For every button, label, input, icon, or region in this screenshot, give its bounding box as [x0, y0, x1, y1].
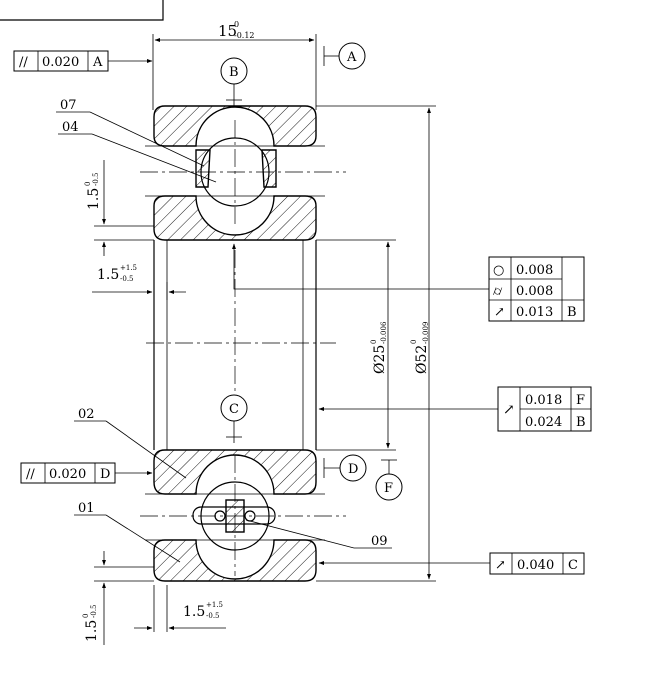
parallel-d-value: 0.020 [49, 467, 86, 482]
od-runout-value-2: 0.024 [525, 415, 562, 430]
label-09: 09 [371, 534, 388, 549]
parallel-d-datum: D [100, 467, 110, 482]
chamfer-bot-v-lower: -0.5 [90, 605, 98, 619]
bore-dim-value: Ø25 [372, 345, 388, 374]
parallel-d-symbol: // [26, 467, 35, 482]
outer-dim-value: Ø52 [414, 345, 430, 374]
chamfer-bot-v-value: 1.5 [84, 620, 100, 642]
runout-c-icon: ↗ [495, 558, 506, 573]
bore-runout-value: 0.013 [516, 305, 553, 320]
chamfer-top-v-upper: 0 [84, 182, 92, 186]
title-block-corner [0, 0, 164, 21]
width-dimension: 15 0 -0.12 [152, 20, 317, 110]
bore-cylindricity-value: 0.008 [516, 284, 553, 299]
chamfer-bot-h-value: 1.5 [183, 604, 205, 620]
chamfer-top-v-lower: -0.5 [92, 173, 100, 187]
frame-runout-od: ↗ 0.018 F 0.024 B [318, 386, 592, 432]
outer-dim-lower: -0.009 [422, 322, 430, 344]
datum-b: B [220, 57, 248, 106]
bearing-upper-section [140, 105, 346, 241]
parallel-a-datum: A [92, 55, 103, 70]
frame-parallel-d: // 0.020 D [20, 462, 153, 484]
cylindricity-icon: ⌭ [493, 284, 503, 299]
circularity-icon: ○ [493, 263, 504, 278]
datum-a-letter: A [346, 50, 357, 65]
frame-bore: ○ 0.008 ⌭ 0.008 ↗ 0.013 B [232, 243, 585, 322]
od-runout-datum-1: F [576, 393, 585, 408]
chamfer-bot-h-upper: +1.5 [206, 601, 223, 609]
bore-circularity-value: 0.008 [516, 263, 553, 278]
width-dim-value: 15 [218, 22, 237, 40]
retainer-top-left [195, 149, 211, 188]
width-dim-upper: 0 [234, 20, 239, 29]
datum-f-letter: F [384, 481, 393, 496]
bore-dim-upper: 0 [370, 340, 378, 344]
datum-d-letter: D [348, 462, 358, 477]
parallel-a-symbol: // [19, 55, 28, 70]
datum-d: D [323, 454, 367, 482]
chamfer-top-h-upper: +1.5 [120, 264, 137, 272]
chamfer-top-v-value: 1.5 [86, 188, 102, 210]
datum-c-letter: C [229, 402, 239, 417]
bore-dim-lower: -0.006 [380, 321, 388, 344]
datum-f: F [375, 459, 403, 501]
chamfer-top-dims: 1.5 0 -0.5 1.5 +1.5 -0.5 [84, 160, 186, 300]
chamfer-bot-v-upper: 0 [82, 614, 90, 618]
bearing-lower-section [140, 449, 346, 582]
label-07: 07 [60, 98, 77, 113]
diameter-dims: Ø25 0 -0.006 Ø52 0 -0.009 [316, 105, 436, 582]
od-runout-datum-2: B [576, 415, 586, 430]
part-leaders: 07 04 02 01 09 [56, 98, 392, 563]
inner-ring-bottom [153, 449, 317, 495]
outer-ring-top [153, 105, 317, 147]
inner-ring-top [153, 195, 317, 241]
label-01: 01 [78, 501, 95, 516]
label-02: 02 [78, 407, 95, 422]
width-dim-lower: -0.12 [234, 31, 255, 40]
chamfer-bottom-dims: 1.5 0 -0.5 1.5 +1.5 -0.5 [82, 551, 226, 645]
od-runout-value-1: 0.018 [525, 393, 562, 408]
datum-c: C [220, 394, 248, 443]
od-runout-icon: ↗ [503, 402, 515, 418]
runout-c-value: 0.040 [517, 558, 554, 573]
outer-ring-bottom [153, 539, 317, 582]
runout-icon: ↗ [494, 305, 505, 320]
parallel-a-value: 0.020 [42, 55, 79, 70]
frame-runout-c: ↗ 0.040 C [318, 552, 585, 575]
label-04: 04 [62, 120, 79, 135]
bore-walls [146, 240, 336, 450]
chamfer-top-h-value: 1.5 [97, 267, 119, 283]
datum-b-letter: B [229, 65, 239, 80]
bore-runout-datum: B [567, 305, 577, 320]
runout-c-datum: C [568, 558, 578, 573]
chamfer-bot-h-lower: -0.5 [206, 612, 220, 620]
chamfer-top-h-lower: -0.5 [120, 275, 134, 283]
frame-parallel-a: // 0.020 A [13, 50, 153, 72]
outer-dim-upper: 0 [410, 340, 418, 344]
datum-a: A [323, 42, 366, 70]
